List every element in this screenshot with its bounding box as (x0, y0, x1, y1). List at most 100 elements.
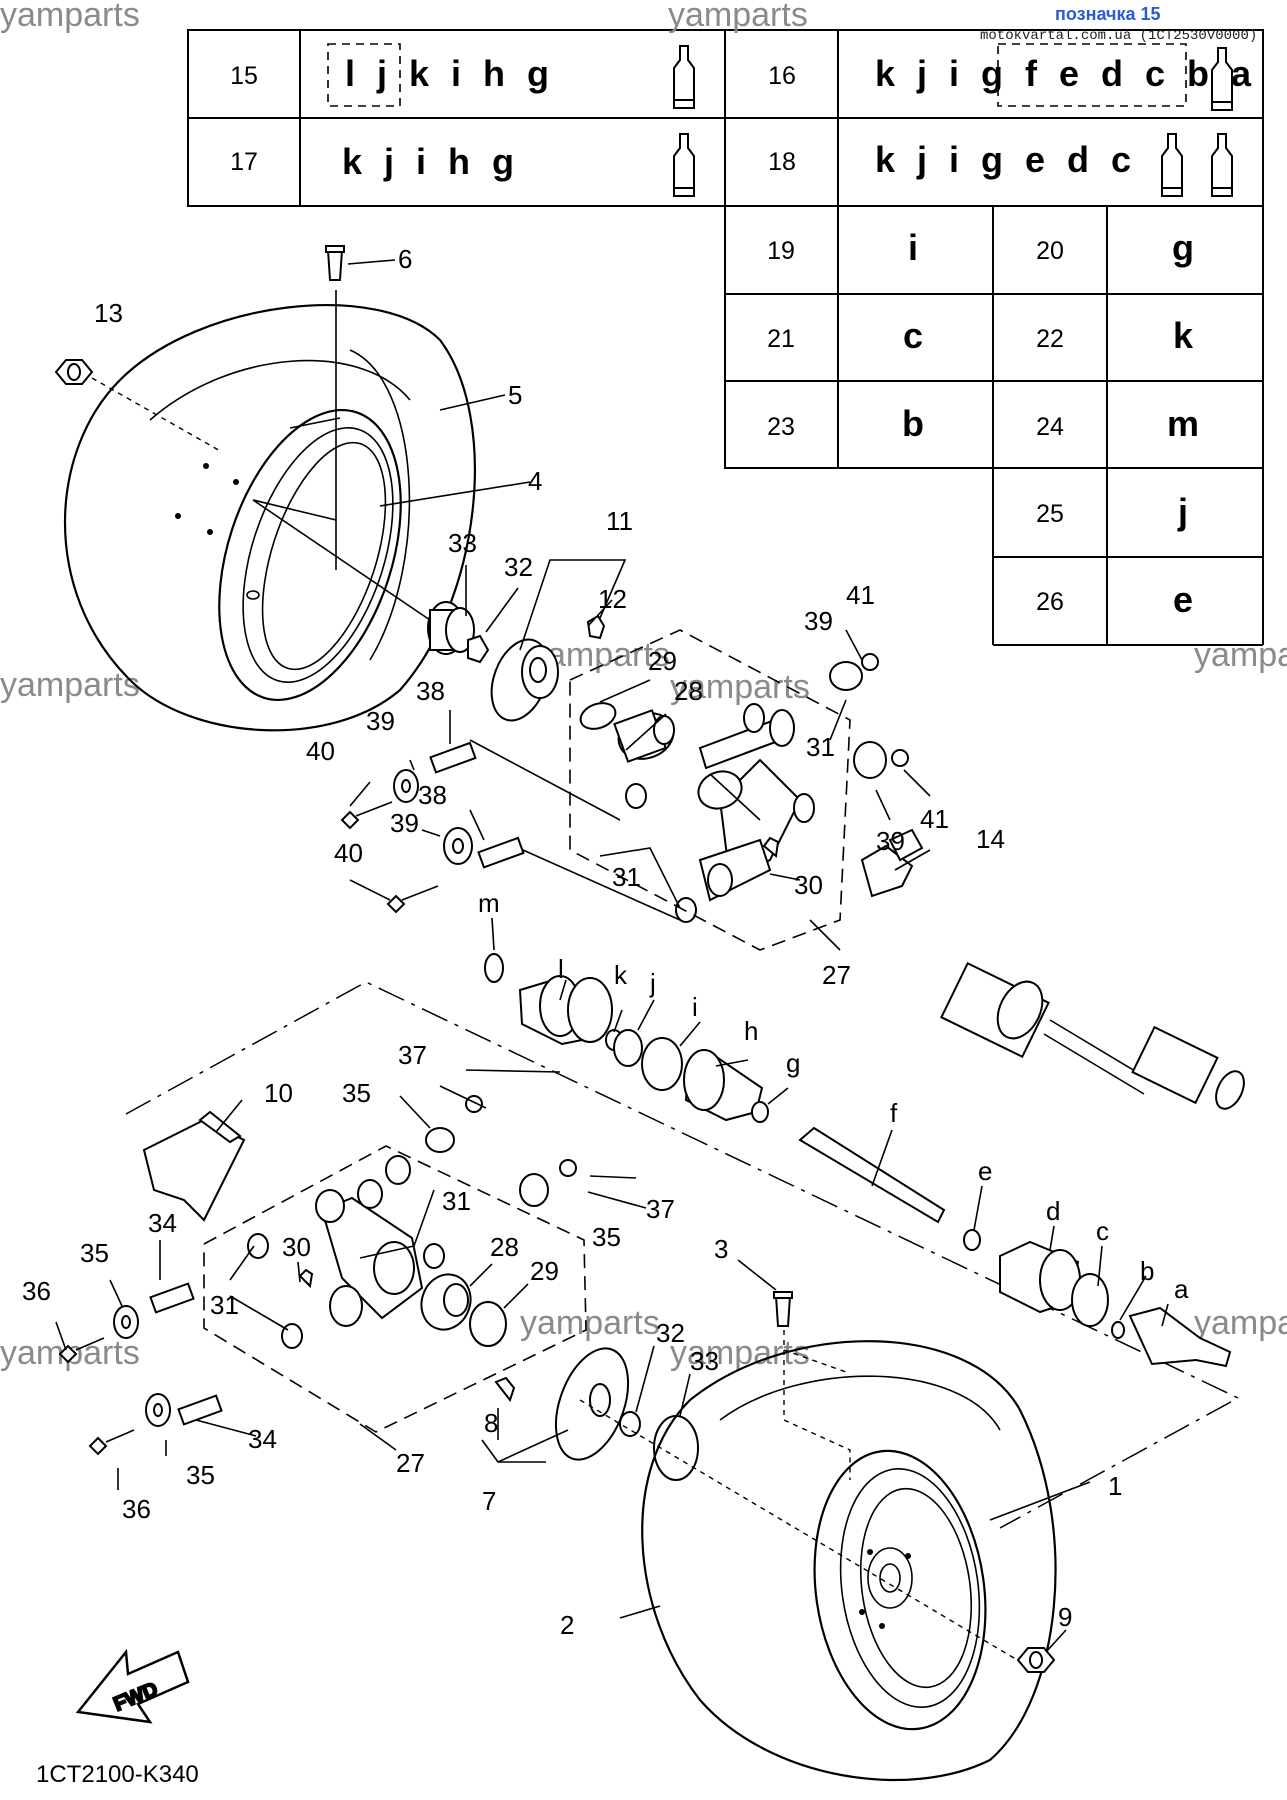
callout: 31 (442, 1186, 471, 1216)
watermark-text: yamparts (668, 0, 808, 34)
legend-codes: k j i g f e d c b a (875, 53, 1257, 94)
callout: 39 (366, 706, 395, 736)
callout: 35 (592, 1222, 621, 1252)
callout: 14 (976, 824, 1005, 854)
callout: 29 (530, 1256, 559, 1286)
legend-code: k (1173, 315, 1199, 356)
valve-stem (773, 1291, 793, 1327)
upper-tire-wheel (63, 290, 476, 732)
callout: 5 (508, 380, 522, 410)
watermark-text: yamparts (0, 0, 140, 34)
callout: 27 (822, 960, 851, 990)
callout: 31 (806, 732, 835, 762)
callout: 29 (648, 646, 677, 676)
callout: 4 (528, 466, 542, 496)
callout: 40 (334, 838, 363, 868)
legend-code: e (1173, 579, 1199, 620)
callout: 1 (1108, 1471, 1122, 1501)
callout: 35 (80, 1238, 109, 1268)
lower-guard (142, 1110, 246, 1222)
callout: c (1096, 1216, 1109, 1246)
watermark-text: yamparts (1194, 636, 1287, 674)
callout: 3 (714, 1234, 728, 1264)
upper-hub-assembly (427, 601, 675, 763)
bolts-washers-upper (340, 741, 525, 914)
callout: 32 (504, 552, 533, 582)
callout-labels: 1 2 3 4 5 6 7 8 9 10 11 12 13 14 27 27 2… (22, 244, 1189, 1640)
grease-tube-icon (673, 133, 695, 197)
callout: 39 (390, 808, 419, 838)
cv-joint-parts (484, 953, 1232, 1368)
callout: 9 (1058, 1602, 1072, 1632)
legend-codes: l j k i h g (345, 53, 555, 94)
callout: 30 (282, 1232, 311, 1262)
wheel-nut (54, 359, 94, 385)
lower-hub-assembly (420, 1273, 699, 1481)
diagram-code: 1CT2100-K340 (36, 1761, 199, 1788)
legend-codes: k j i g e d c (875, 139, 1137, 180)
legend-num: 23 (767, 413, 795, 441)
wheel-nut (1016, 1647, 1056, 1673)
legend-code: g (1172, 227, 1200, 268)
legend-num: 19 (767, 237, 795, 265)
grease-tube-icon (673, 45, 695, 109)
legend-num: 21 (767, 325, 795, 353)
grease-tube-icon (1211, 47, 1233, 111)
callout: 38 (418, 780, 447, 810)
callout: 28 (490, 1232, 519, 1262)
legend-code: m (1167, 403, 1205, 444)
legend-num: 16 (768, 62, 796, 90)
legend-table: 15 l j k i h g 16 k j i g f e d c b a 17… (187, 29, 1264, 646)
callout: b (1140, 1256, 1154, 1286)
upper-driveshaft (860, 828, 1245, 1110)
callout: 33 (448, 528, 477, 558)
reference-link[interactable]: позначка 15 (1055, 4, 1161, 24)
legend-num: 25 (1036, 500, 1064, 528)
callout: 39 (804, 606, 833, 636)
callout: 11 (606, 506, 633, 536)
callout: 36 (22, 1276, 51, 1306)
callout: f (890, 1098, 898, 1128)
callout: 2 (560, 1610, 574, 1640)
watermark-text: yamparts (520, 1304, 660, 1342)
callout: e (978, 1156, 992, 1186)
watermark-text: yamparts (670, 668, 810, 706)
lower-tire-wheel (641, 1340, 1057, 1782)
legend-num: 24 (1036, 413, 1064, 441)
callout: 8 (484, 1408, 498, 1438)
callout: 34 (248, 1424, 277, 1454)
legend-num: 18 (768, 148, 796, 176)
watermark-text: yamparts (1194, 1304, 1287, 1342)
callout: 30 (794, 870, 823, 900)
callout: 6 (398, 244, 412, 274)
callout: g (786, 1048, 800, 1078)
lower-bolts (58, 1282, 223, 1456)
callout: 36 (122, 1494, 151, 1524)
callout: 39 (876, 826, 905, 856)
fwd-arrow: FWD (75, 1648, 190, 1724)
callout: j (649, 968, 656, 998)
legend-code: c (903, 315, 929, 356)
grease-tube-icon (1161, 133, 1183, 197)
legend-num: 17 (230, 148, 258, 176)
callout: 32 (656, 1318, 685, 1348)
callout: d (1046, 1196, 1060, 1226)
legend-num: 20 (1036, 237, 1064, 265)
callout: a (1174, 1274, 1189, 1304)
callout: 27 (396, 1448, 425, 1478)
callout: 10 (264, 1078, 293, 1108)
callout: 35 (342, 1078, 371, 1108)
callout: 13 (94, 298, 123, 328)
grease-tube-icon (1211, 133, 1233, 197)
callout: l (558, 954, 564, 984)
callout: 31 (612, 862, 641, 892)
legend-num: 22 (1036, 325, 1064, 353)
lower-arm-assembly (247, 1095, 577, 1349)
callout: 41 (846, 580, 875, 610)
legend-codes: k j i h g (342, 141, 520, 182)
callout: 35 (186, 1460, 215, 1490)
callout: 7 (482, 1486, 496, 1516)
callout: 33 (690, 1346, 719, 1376)
callout: 28 (674, 676, 703, 706)
